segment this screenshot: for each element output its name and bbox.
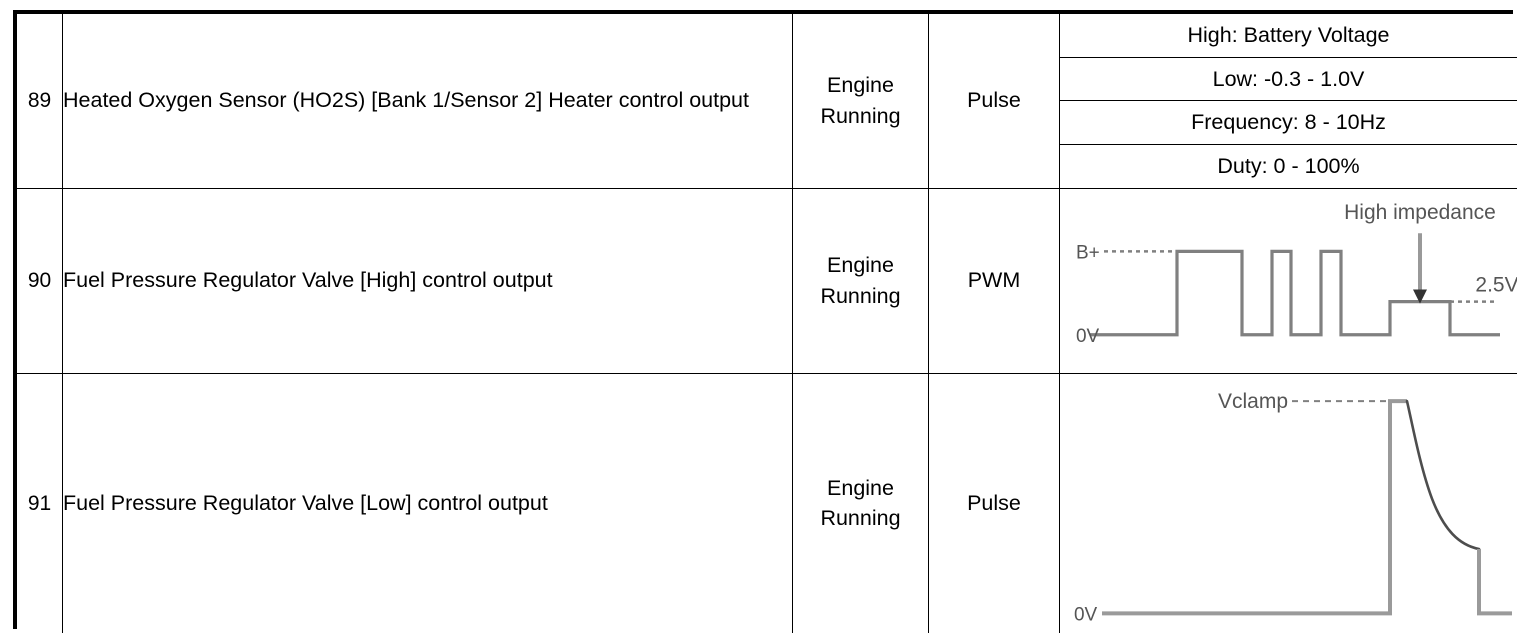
clamp-waveform-svg: Vclamp 0V — [1074, 390, 1512, 625]
clamp-rising-trace — [1102, 398, 1407, 615]
specification-item-row: Duty: 0 - 100% — [1060, 144, 1517, 188]
pwm-waveform-svg: B+ 0V High impedance 2.5V — [1076, 201, 1517, 347]
row-condition-cell: Engine Running — [792, 14, 929, 189]
step-voltage-label: 2.5V — [1475, 273, 1517, 296]
table-row: 91 Fuel Pressure Regulator Valve [Low] c… — [17, 372, 1517, 634]
specification-item-row: High: Battery Voltage — [1060, 14, 1517, 58]
specification-list: High: Battery Voltage Low: -0.3 - 1.0V F… — [1060, 14, 1517, 188]
clamp-waveform-diagram: Vclamp 0V — [1060, 374, 1517, 634]
spec-low: Low: -0.3 - 1.0V — [1060, 57, 1517, 102]
row-specification-cell: Vclamp 0V — [1059, 372, 1517, 634]
condition-line-1: Engine — [827, 73, 894, 98]
condition-line-1: Engine — [827, 475, 894, 500]
specification-item-row: Frequency: 8 - 10Hz — [1060, 100, 1517, 145]
table-row: 90 Fuel Pressure Regulator Valve [High] … — [17, 187, 1517, 374]
pwm-signal-trace — [1090, 249, 1500, 336]
condition-line-2: Running — [820, 283, 901, 308]
condition-line-1: Engine — [827, 252, 894, 277]
zero-volt-label: 0V — [1076, 325, 1100, 346]
spec-frequency: Frequency: 8 - 10Hz — [1060, 100, 1517, 145]
b-plus-label: B+ — [1076, 242, 1100, 263]
row-description-cell: Fuel Pressure Regulator Valve [High] con… — [62, 187, 793, 374]
row-number-cell: 89 — [17, 14, 63, 189]
high-impedance-arrow-head — [1413, 289, 1427, 304]
specification-item-row: Low: -0.3 - 1.0V — [1060, 57, 1517, 102]
spec-high: High: Battery Voltage — [1060, 14, 1517, 58]
row-number-cell: 91 — [17, 372, 63, 633]
pwm-waveform-diagram: B+ 0V High impedance 2.5V — [1060, 189, 1517, 373]
row-specification-cell: B+ 0V High impedance 2.5V — [1059, 187, 1517, 374]
row-condition-cell: Engine Running — [792, 372, 929, 633]
row-description-cell: Heated Oxygen Sensor (HO2S) [Bank 1/Sens… — [62, 14, 793, 189]
condition-line-2: Running — [820, 103, 901, 128]
high-impedance-label: High impedance — [1344, 201, 1496, 224]
row-specification-cell: High: Battery Voltage Low: -0.3 - 1.0V F… — [1059, 14, 1517, 189]
table: 89 Heated Oxygen Sensor (HO2S) [Bank 1/S… — [17, 14, 1517, 633]
row-description-cell: Fuel Pressure Regulator Valve [Low] cont… — [62, 372, 793, 633]
vclamp-label: Vclamp — [1218, 390, 1288, 413]
clamp-falling-trace — [1477, 548, 1512, 615]
signal-specification-table: 89 Heated Oxygen Sensor (HO2S) [Bank 1/S… — [13, 10, 1517, 633]
condition-line-2: Running — [820, 506, 901, 531]
zero-volt-label: 0V — [1074, 604, 1098, 625]
spec-duty: Duty: 0 - 100% — [1060, 144, 1517, 188]
row-signal-type-cell: PWM — [928, 187, 1060, 374]
clamp-decay-curve — [1405, 399, 1481, 550]
table-row: 89 Heated Oxygen Sensor (HO2S) [Bank 1/S… — [17, 14, 1517, 189]
row-number-cell: 90 — [17, 187, 63, 374]
row-signal-type-cell: Pulse — [928, 14, 1060, 189]
row-condition-cell: Engine Running — [792, 187, 929, 374]
row-signal-type-cell: Pulse — [928, 372, 1060, 633]
